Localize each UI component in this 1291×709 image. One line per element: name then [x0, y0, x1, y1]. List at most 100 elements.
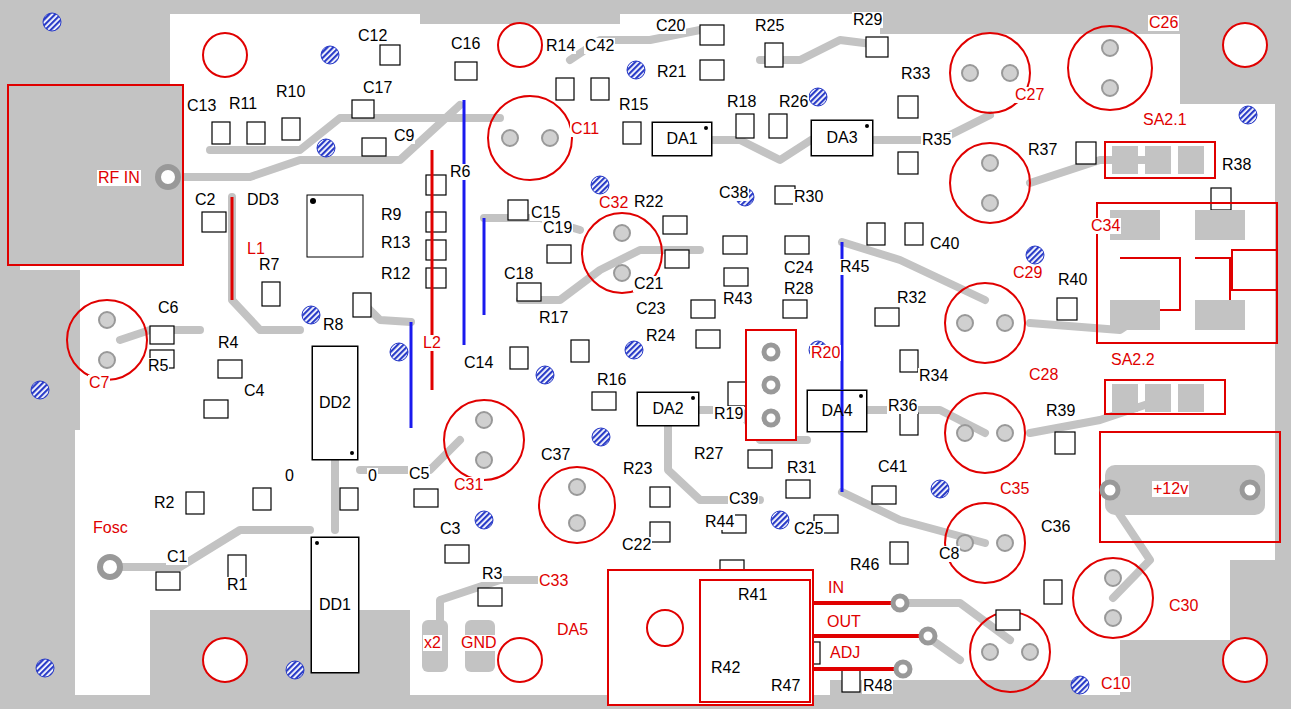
- component-label: R34: [918, 368, 949, 384]
- component-label: C5: [408, 466, 430, 482]
- chip-label: DA2: [652, 401, 683, 417]
- chip-label: DA3: [826, 130, 857, 146]
- component-label: RF IN: [97, 170, 141, 186]
- component-label: R12: [380, 266, 411, 282]
- component-label: 0: [367, 468, 378, 484]
- component-label: C1: [166, 549, 188, 565]
- component-label: ADJ: [829, 645, 861, 661]
- component-label: GND: [460, 635, 498, 651]
- component-label: C36: [1040, 519, 1071, 535]
- component-label: R19: [713, 406, 744, 422]
- component-label: R42: [710, 660, 741, 676]
- component-label: C23: [635, 301, 666, 317]
- component-label: C8: [938, 546, 960, 562]
- chip-label: DD2: [319, 395, 351, 411]
- component-label: C31: [453, 477, 484, 493]
- component-label: C35: [999, 481, 1030, 497]
- component-label: R16: [596, 372, 627, 388]
- component-label: R35: [921, 132, 952, 148]
- component-label: C34: [1090, 218, 1121, 234]
- component-label: C28: [1028, 367, 1059, 383]
- component-label: C15: [530, 205, 561, 221]
- component-label: C18: [503, 266, 534, 282]
- chip-label: DA4: [821, 403, 852, 419]
- component-label: R6: [449, 164, 471, 180]
- component-label: C20: [655, 18, 686, 34]
- component-label: SA2.1: [1142, 112, 1188, 128]
- component-label: R5: [147, 358, 169, 374]
- component-label: R7: [258, 257, 280, 273]
- component-label: R15: [618, 97, 649, 113]
- component-label: C26: [1148, 15, 1179, 31]
- component-label: R18: [726, 94, 757, 110]
- component-label: R10: [275, 84, 306, 100]
- component-label: R26: [778, 94, 809, 110]
- component-label: R2: [153, 495, 175, 511]
- component-label: R40: [1057, 272, 1088, 288]
- component-label: R38: [1221, 157, 1252, 173]
- chip-outline: DA3: [811, 120, 873, 156]
- component-label: C30: [1168, 598, 1199, 614]
- component-label: Fosc: [92, 520, 129, 536]
- component-label: SA2.2: [1110, 352, 1156, 368]
- component-label: R24: [645, 328, 676, 344]
- chip-label: DD1: [319, 597, 351, 613]
- component-label: R14: [545, 38, 576, 54]
- component-label: IN: [827, 580, 845, 596]
- component-label: C22: [621, 537, 652, 553]
- component-label: C16: [450, 36, 481, 52]
- component-label: +12v: [1152, 481, 1189, 497]
- component-label: R28: [783, 281, 814, 297]
- component-label: C14: [463, 355, 494, 371]
- component-label: C11: [570, 121, 600, 137]
- chip-outline: DA1: [652, 122, 712, 156]
- component-label: L2: [422, 335, 442, 351]
- component-label: R48: [862, 678, 893, 694]
- component-label: C42: [584, 38, 615, 54]
- component-label: R17: [538, 310, 569, 326]
- component-label: R13: [380, 235, 411, 251]
- component-label: R8: [322, 317, 344, 333]
- component-label: R45: [839, 259, 870, 275]
- component-label: R30: [793, 189, 824, 205]
- component-label: R4: [217, 335, 239, 351]
- component-label: C21: [633, 276, 664, 292]
- component-label: R31: [786, 460, 817, 476]
- component-label: R20: [810, 345, 841, 361]
- component-label: DD3: [246, 192, 280, 208]
- component-label: R47: [770, 678, 801, 694]
- component-label: 0: [284, 468, 295, 484]
- component-label: R44: [704, 514, 735, 530]
- component-label: C24: [783, 260, 814, 276]
- component-label: R23: [622, 461, 653, 477]
- component-label: C3: [439, 521, 461, 537]
- component-label: R32: [896, 290, 927, 306]
- component-label: R29: [852, 12, 883, 28]
- component-label: R22: [633, 194, 664, 210]
- component-label: R37: [1027, 142, 1058, 158]
- component-label: C10: [1100, 676, 1131, 692]
- component-label: R21: [656, 64, 687, 80]
- component-label: C29: [1012, 265, 1043, 281]
- component-label: C12: [357, 28, 388, 44]
- component-label: C33: [538, 573, 569, 589]
- component-label: R46: [849, 557, 880, 573]
- component-label: C17: [362, 80, 393, 96]
- component-label: R1: [226, 577, 248, 593]
- component-label: C40: [929, 236, 960, 252]
- chip-label: DA1: [666, 131, 697, 147]
- component-label: C9: [393, 128, 415, 144]
- component-label: C41: [877, 459, 908, 475]
- component-label: x2: [423, 635, 442, 651]
- chip-outline: DD1: [311, 537, 359, 673]
- component-label: R39: [1045, 403, 1076, 419]
- component-label: C37: [540, 447, 571, 463]
- component-label: C39: [728, 491, 759, 507]
- component-label: OUT: [826, 614, 862, 630]
- component-label: C13: [186, 98, 217, 114]
- component-label: DA5: [556, 622, 589, 638]
- component-label: R33: [900, 66, 931, 82]
- component-label: C4: [243, 383, 265, 399]
- component-label: C19: [542, 220, 573, 236]
